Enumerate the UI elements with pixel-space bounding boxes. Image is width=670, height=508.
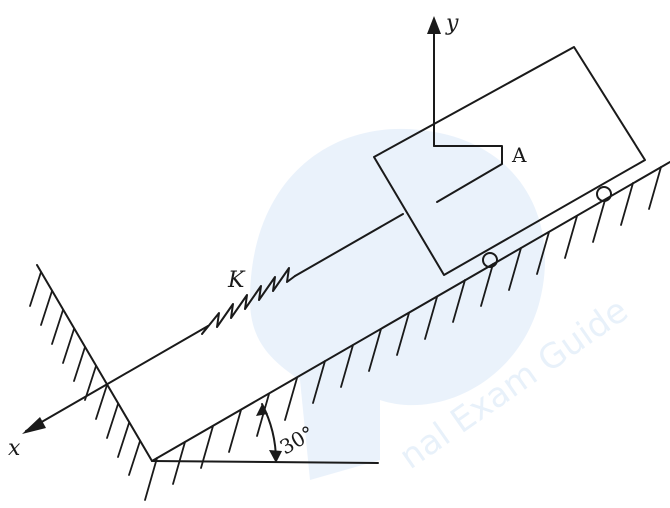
block-wheel-right bbox=[596, 186, 612, 202]
angle-arrowhead-bottom bbox=[269, 450, 282, 463]
y-axis-label: y bbox=[445, 11, 459, 36]
inclined-plane bbox=[144, 161, 670, 501]
x-axis bbox=[22, 325, 209, 434]
block-body bbox=[373, 46, 646, 276]
y-axis-arrowhead bbox=[427, 16, 441, 34]
spring bbox=[201, 267, 296, 335]
vertical-wall bbox=[29, 264, 153, 476]
x-axis-label: x bbox=[8, 436, 21, 461]
spring-connector bbox=[294, 213, 404, 277]
angle-arrowhead-top bbox=[256, 404, 268, 416]
block-label: A bbox=[511, 143, 527, 167]
horizontal-reference-line bbox=[151, 460, 379, 464]
wall-hatching bbox=[29, 271, 141, 476]
angle-arc bbox=[256, 403, 282, 463]
x-axis-arrowhead bbox=[22, 417, 46, 434]
block-a-outline bbox=[433, 145, 503, 203]
incline-hatching bbox=[144, 166, 662, 501]
watermark-logo-shape bbox=[250, 128, 545, 480]
block-wheel-left bbox=[482, 252, 498, 268]
block bbox=[373, 46, 646, 276]
y-axis bbox=[427, 16, 441, 147]
spring-label: K bbox=[227, 268, 246, 293]
